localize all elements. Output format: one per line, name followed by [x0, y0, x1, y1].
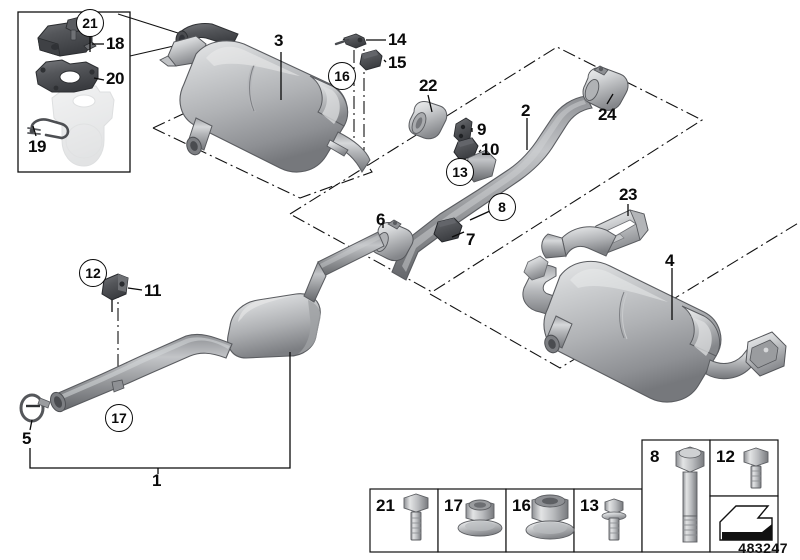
- legend-number-13: 13: [580, 496, 599, 515]
- part-label-19: 19: [28, 137, 46, 156]
- part-label-1: 1: [152, 471, 161, 490]
- leader-11: [127, 287, 143, 291]
- callout-12: 12: [79, 259, 107, 287]
- extent-bracket-1: [29, 352, 291, 474]
- legend-number-8: 8: [650, 447, 660, 466]
- diagram-id-number: 483247: [738, 540, 788, 556]
- part-5-clamp: [19, 393, 51, 423]
- icon-hex-bolt-12: [743, 447, 769, 489]
- part-24-clamp: [582, 65, 629, 111]
- icon-hex-bolt-21: [403, 493, 429, 541]
- part-label-5: 5: [22, 429, 31, 448]
- callout-21-number: 21: [82, 15, 98, 31]
- part-label-10: 10: [481, 140, 499, 159]
- leader-15: [383, 59, 387, 63]
- part-3-rear-silencer: [159, 23, 371, 173]
- part-label-3: 3: [274, 31, 283, 50]
- boundary-silencer4: [429, 221, 800, 369]
- legend-number-21: 21: [376, 496, 395, 515]
- part-11-bracket: [101, 273, 129, 301]
- part-1-front-pipe-assembly: [19, 260, 327, 423]
- icon-flange-nut-17: [457, 499, 503, 537]
- leader-24: [606, 93, 614, 105]
- part-label-9: 9: [477, 120, 486, 139]
- part-label-11: 11: [144, 281, 161, 300]
- pipe-to-clamp-6: [317, 231, 385, 277]
- part-7-rubber-mount: [433, 217, 463, 243]
- icon-direction-arrow: [719, 505, 773, 541]
- part-15-rubber-mount: [359, 49, 383, 71]
- callout-17-number: 17: [111, 410, 127, 426]
- boundary-centre-pipe: [288, 46, 704, 293]
- part-21-bolt-inset: [70, 29, 77, 41]
- callout-16-number: 16: [334, 68, 350, 84]
- boundary-silencer3-b: [152, 112, 186, 129]
- leader-10: [478, 149, 482, 153]
- part-label-18: 18: [106, 34, 124, 53]
- leader-22: [427, 94, 433, 113]
- icon-flange-nut-large-16: [525, 494, 575, 540]
- part-label-7: 7: [466, 230, 475, 249]
- leader-19: [32, 125, 37, 137]
- callout-21: 21: [76, 9, 104, 37]
- part-label-23: 23: [619, 185, 637, 204]
- part-label-6: 6: [376, 210, 385, 229]
- part-label-24: 24: [598, 105, 616, 124]
- part-9-bracket: [453, 117, 473, 143]
- part-20-bracket-shape: [35, 59, 99, 93]
- fastener-legend-frames: [369, 439, 779, 553]
- part-14-rod: [334, 33, 367, 49]
- callout-13-number: 13: [452, 164, 468, 180]
- leader-5: [29, 419, 33, 431]
- part-10-rubber-mount: [453, 137, 479, 161]
- part-label-15: 15: [388, 53, 406, 72]
- part-label-20: 20: [106, 69, 124, 88]
- legend-number-12: 12: [716, 447, 735, 466]
- part-label-4: 4: [665, 251, 674, 270]
- callout-8: 8: [488, 193, 516, 221]
- legend-number-16: 16: [512, 496, 531, 515]
- part-22-sleeve: [408, 101, 448, 140]
- leader-lines: [29, 36, 673, 431]
- leader-20: [93, 77, 105, 81]
- callout-12-number: 12: [85, 265, 101, 281]
- part-label-2: 2: [521, 101, 530, 120]
- icon-long-hex-bolt-8: [675, 446, 705, 543]
- legend-number-17: 17: [444, 496, 463, 515]
- part-label-22: 22: [419, 76, 437, 95]
- icon-flange-bolt-13: [601, 498, 627, 541]
- callout-16: 16: [328, 62, 356, 90]
- callout-13: 13: [446, 158, 474, 186]
- part-label-14: 14: [388, 30, 406, 49]
- callout-8-number: 8: [498, 199, 506, 215]
- ghost-housing: [51, 85, 115, 167]
- part-4-rear-silencer: [522, 226, 787, 403]
- leader-7: [451, 231, 465, 238]
- callout-17: 17: [105, 404, 133, 432]
